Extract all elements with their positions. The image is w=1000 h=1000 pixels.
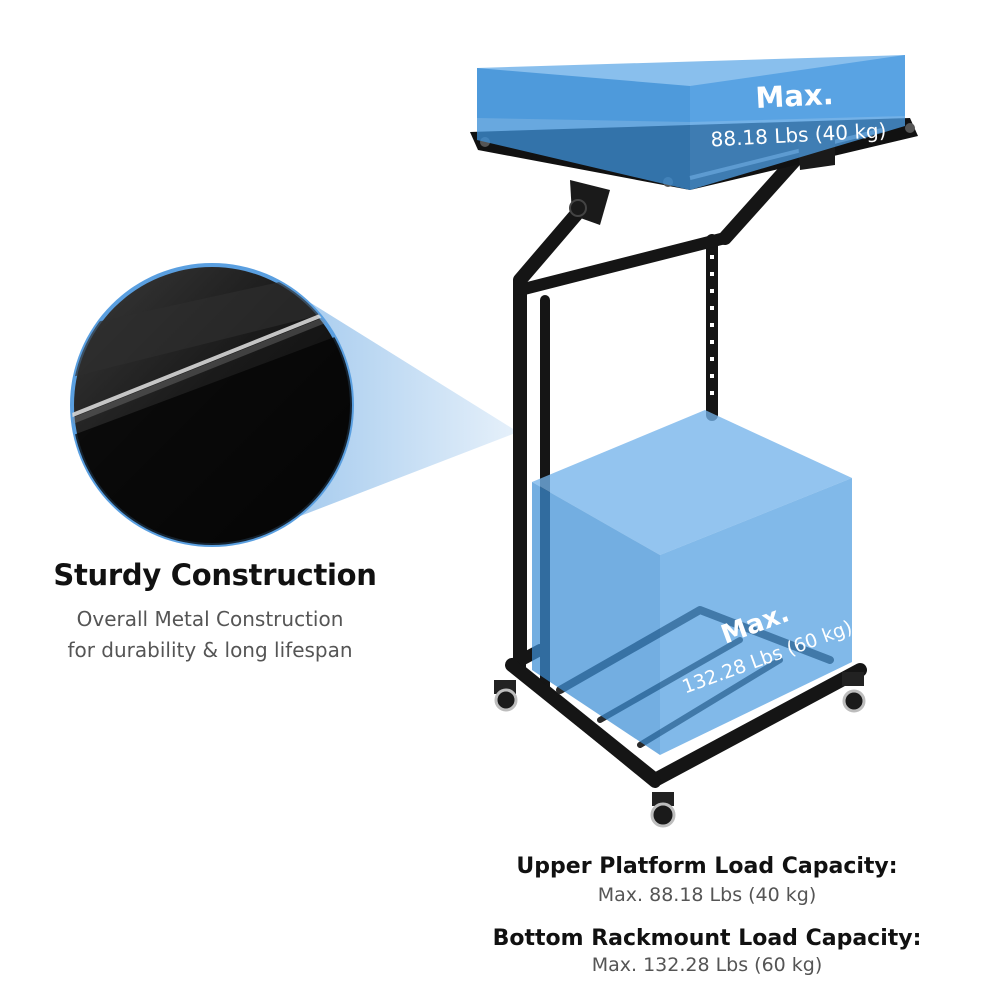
- material-zoom-circle: [70, 263, 354, 547]
- bottom-capacity-title: Bottom Rackmount Load Capacity:: [492, 926, 922, 951]
- caster-wheel-icon: [650, 792, 676, 828]
- upper-box-max-label: Max.: [755, 77, 835, 115]
- feature-description-line: Overall Metal Construction: [76, 607, 344, 631]
- feature-description: Overall Metal Construction for durabilit…: [30, 604, 390, 666]
- feature-description-line: for durability & long lifespan: [67, 638, 353, 662]
- upper-capacity-value: Max. 88.18 Lbs (40 kg): [597, 884, 817, 906]
- caster-wheel-icon: [494, 680, 518, 712]
- bottom-load-box: [532, 410, 852, 755]
- caster-wheels: [494, 672, 866, 828]
- rack-rail-holes: [710, 255, 714, 395]
- upper-capacity-title: Upper Platform Load Capacity:: [516, 854, 898, 879]
- bottom-capacity-value: Max. 132.28 Lbs (60 kg): [591, 954, 823, 976]
- caster-wheel-icon: [842, 672, 866, 713]
- upper-load-box: [477, 55, 905, 190]
- zoom-cone: [290, 290, 518, 520]
- feature-title: Sturdy Construction: [53, 558, 377, 592]
